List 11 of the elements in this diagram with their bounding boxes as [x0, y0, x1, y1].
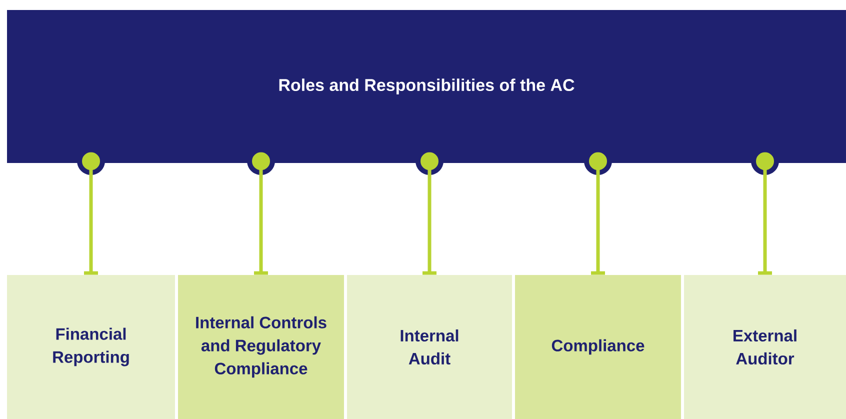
connector-line: [589, 152, 607, 275]
category-box: External Auditor: [684, 274, 846, 419]
connector-line: [252, 152, 270, 275]
connector-line: [82, 152, 100, 275]
connector-line: [420, 152, 438, 275]
connector-line: [756, 152, 774, 275]
category-box: Financial Reporting: [7, 274, 175, 419]
category-box: Internal Controls and Regulatory Compliance: [178, 274, 344, 419]
title-banner: Roles and Responsibilities of the AC: [7, 10, 846, 175]
category-box: Internal Audit: [347, 274, 512, 419]
category-box: Compliance: [515, 274, 681, 419]
